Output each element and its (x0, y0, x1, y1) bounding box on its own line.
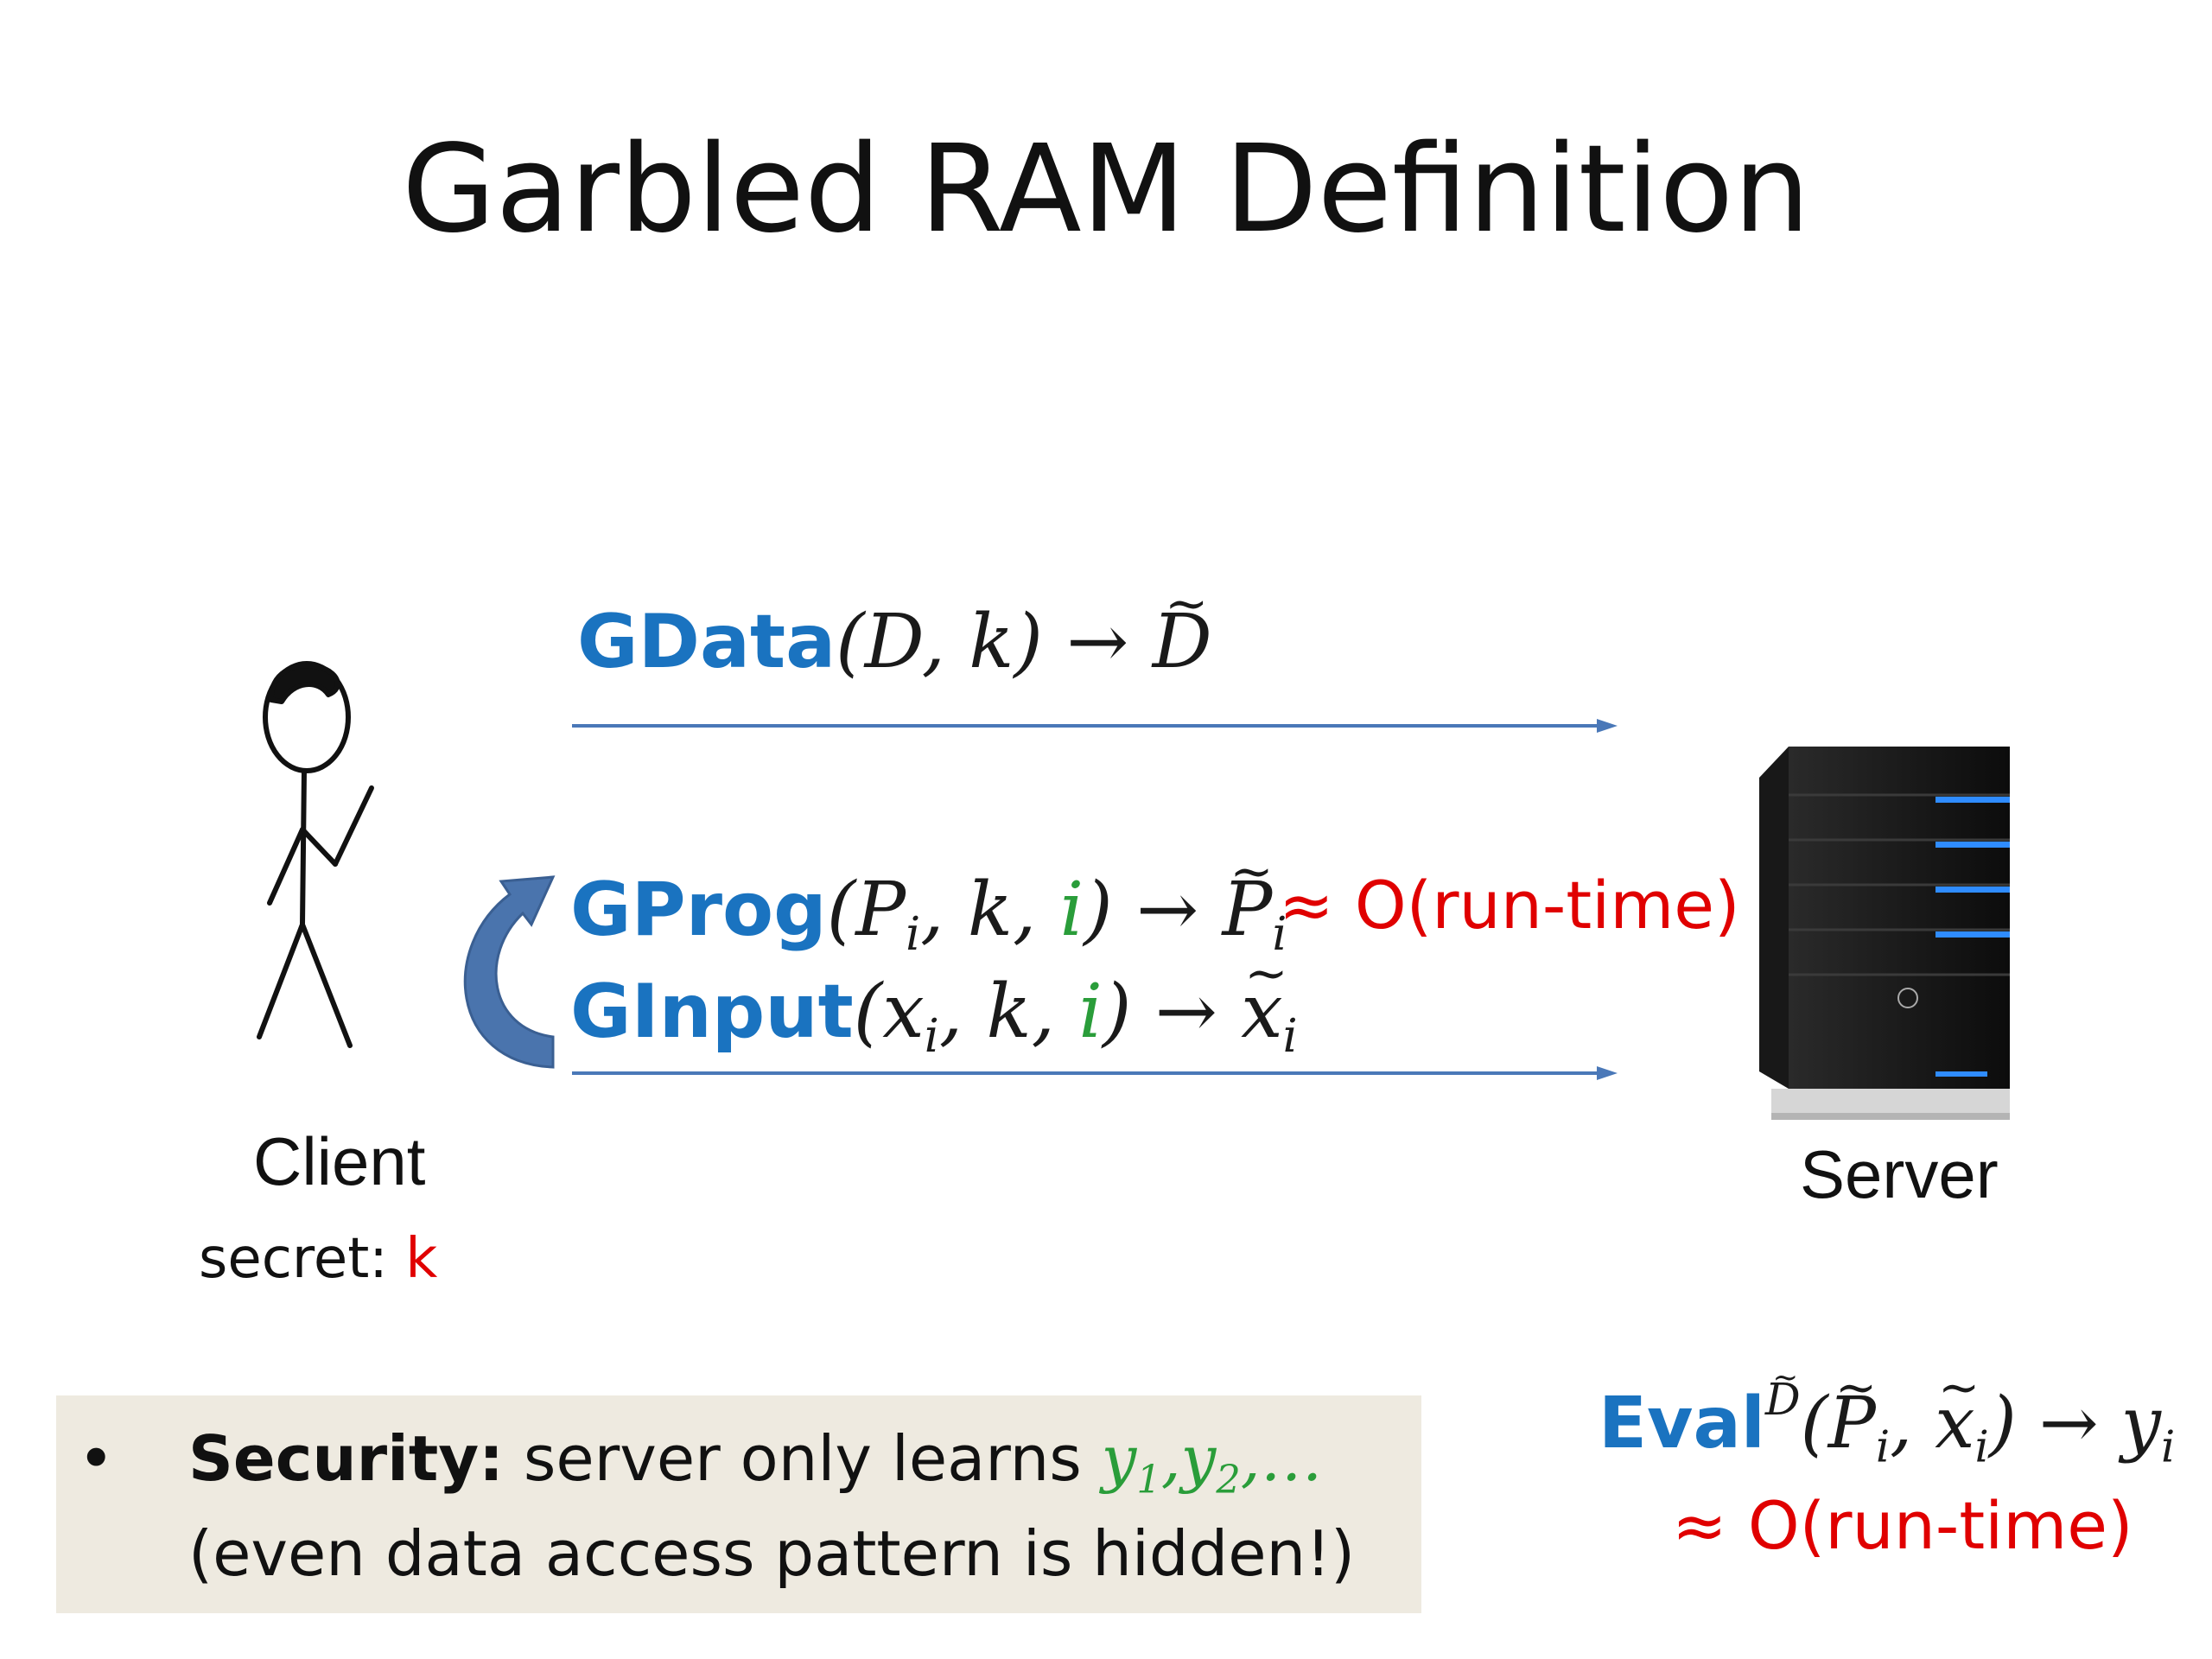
gprog-open: (P (826, 867, 906, 953)
ginput-function: GInput (570, 969, 854, 1055)
security-y2: y (1180, 1422, 1217, 1495)
eval-formula: EvalD(Pi, xi) → yi (1599, 1377, 2176, 1472)
secret-value: k (405, 1227, 438, 1291)
eval-runtime: ≈ O(run-time) (1672, 1487, 2133, 1564)
ginput-arrow: → (1154, 969, 1217, 1055)
ginput-close: ) (1102, 969, 1132, 1055)
security-y1: y (1101, 1422, 1137, 1495)
ginput-x-sub: i (924, 1009, 939, 1064)
eval-p: P (1828, 1389, 1876, 1459)
security-bullet: • (78, 1422, 115, 1495)
gdata-formula: GData(D, k) → D (577, 605, 1212, 679)
eval-x: x (1935, 1389, 1974, 1459)
eval-p-sub: i (1875, 1421, 1891, 1472)
gprog-runtime: ≈ O(run-time) (1279, 867, 1740, 944)
ginput-result: x (1241, 975, 1283, 1049)
stick-figure-icon (257, 661, 374, 1048)
security-line-2: (even data access pattern is hidden!) (188, 1517, 1356, 1590)
gprog-function: GProg (570, 867, 827, 953)
eval-y: y (2120, 1382, 2161, 1465)
gprog-mid: , k, (920, 867, 1060, 953)
security-text: server only learns (503, 1422, 1102, 1495)
security-line-1: Security: server only learns y1,y2,… (188, 1427, 1323, 1499)
eval-function: Eval (1599, 1382, 1765, 1465)
curved-arrow-icon (463, 875, 556, 1069)
gprog-index: i (1059, 867, 1084, 953)
ginput-result-sub: i (1282, 1009, 1298, 1064)
eval-arrow: → (2038, 1382, 2099, 1465)
eval-y-sub: i (2161, 1421, 2176, 1472)
server-label: Server (1800, 1136, 1999, 1212)
ginput-arrow-line (572, 1066, 1618, 1080)
ginput-index: i (1078, 969, 1103, 1055)
eval-x-sub: i (1974, 1421, 1989, 1472)
gdata-arrow: → (1066, 599, 1129, 685)
security-ellipsis: ,… (1240, 1422, 1323, 1495)
gdata-arrow-line (572, 719, 1618, 733)
ginput-open: (x (853, 969, 925, 1055)
security-sub1: 1 (1136, 1457, 1161, 1503)
security-box (56, 1395, 1421, 1613)
gprog-close: ) (1084, 867, 1113, 953)
ginput-formula: GInput(xi, k, i) → xi (570, 975, 1298, 1059)
slide-title: Garbled RAM Definition (402, 119, 1810, 260)
secret-label: secret: (199, 1227, 406, 1291)
eval-sup: D (1765, 1377, 1801, 1422)
gprog-arrow: → (1136, 867, 1199, 953)
client-secret: secret: k (199, 1231, 437, 1287)
eval-open: ( (1800, 1382, 1828, 1465)
security-outputs: y1,y2,… (1101, 1422, 1323, 1499)
gprog-formula: GProg(Pi, k, i) → Pi (570, 873, 1287, 957)
ginput-mid: , k, (938, 969, 1079, 1055)
eval-comma: , (1890, 1382, 1936, 1465)
gdata-args: (D, k) (836, 599, 1043, 685)
gdata-result: D (1153, 605, 1212, 679)
server-tower-icon (1759, 747, 2010, 1120)
gprog-result: P (1222, 873, 1272, 947)
gdata-function: GData (577, 599, 836, 685)
security-label: Security: (188, 1422, 504, 1495)
security-sub2: 2 (1216, 1457, 1241, 1503)
security-sep: , (1160, 1422, 1181, 1495)
gprog-p-sub: i (906, 907, 921, 962)
client-label: Client (253, 1123, 426, 1199)
eval-close: ) (1988, 1382, 2017, 1465)
